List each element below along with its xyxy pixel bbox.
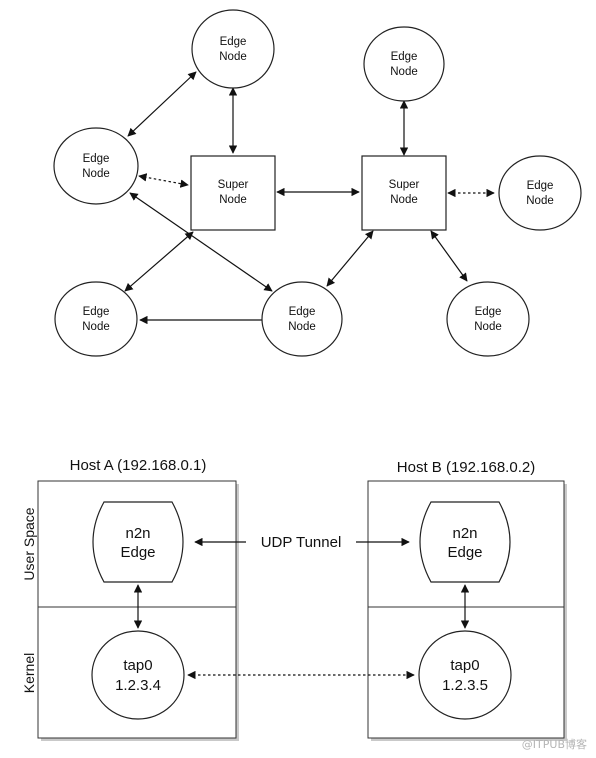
edge-node: Edge Node: [54, 281, 138, 357]
edge-node: Edge Node: [446, 281, 530, 357]
edge-node-label: Edge: [83, 306, 110, 318]
user-space-label: User Space: [21, 507, 37, 580]
edge-node-label: Edge: [475, 306, 502, 318]
connector-arrow: [124, 231, 194, 292]
connector-arrow: [326, 230, 374, 287]
n2n-edge-label: Edge: [447, 544, 482, 561]
edge-node-label: Edge: [527, 180, 554, 192]
host-a-title: Host A (192.168.0.1): [70, 457, 207, 474]
super-node: Super Node: [190, 155, 276, 231]
watermark-text: @ITPUB博客: [522, 737, 587, 751]
edge-node-label: Edge: [220, 36, 247, 48]
udp-tunnel-label: UDP Tunnel: [261, 534, 342, 551]
n2n-edge-label: n2n: [125, 525, 150, 542]
edge-node-label: Edge: [289, 306, 316, 318]
connector-arrow: [127, 71, 197, 137]
edge-node-label: Node: [288, 321, 316, 333]
kernel-label: Kernel: [21, 653, 37, 693]
edge-node: Edge Node: [191, 9, 275, 89]
super-node-label: Super: [218, 179, 249, 191]
edge-node-label: Node: [390, 66, 418, 78]
edge-node: Edge Node: [363, 26, 445, 102]
edge-node-label: Node: [219, 51, 247, 63]
edge-node-label: Node: [526, 195, 554, 207]
edge-node: Edge Node: [53, 127, 139, 205]
edge-node: Edge Node: [498, 155, 582, 231]
super-node: Super Node: [361, 155, 447, 231]
tap0-node-a: tap0 1.2.3.4: [91, 630, 185, 720]
edge-node-label: Node: [82, 168, 110, 180]
edge-node-label: Edge: [391, 51, 418, 63]
super-node-label: Node: [390, 194, 418, 206]
edge-node: Edge Node: [261, 281, 343, 357]
tap-label: tap0: [450, 657, 479, 674]
super-node-label: Node: [219, 194, 247, 206]
tunnel-diagram: Host A (192.168.0.1) Host B (192.168.0.2…: [21, 457, 567, 741]
n2n-edge-label: Edge: [120, 544, 155, 561]
n2n-edge-label: n2n: [452, 525, 477, 542]
edge-node-label: Edge: [83, 153, 110, 165]
host-b-title: Host B (192.168.0.2): [397, 459, 535, 476]
tap-label: tap0: [123, 657, 152, 674]
topology-diagram: Edge Node Edge Node Edge Node Edge Node …: [53, 9, 582, 357]
super-node-label: Super: [389, 179, 420, 191]
edge-node-label: Node: [82, 321, 110, 333]
dotted-connector-arrow: [138, 173, 189, 188]
edge-node-label: Node: [474, 321, 502, 333]
tap0-node-b: tap0 1.2.3.5: [418, 630, 512, 720]
n2n-edge-node-a: n2n Edge: [92, 501, 184, 583]
tap-ip-label: 1.2.3.4: [115, 677, 161, 694]
connector-arrow: [430, 230, 468, 282]
n2n-edge-node-b: n2n Edge: [419, 501, 511, 583]
tap-ip-label: 1.2.3.5: [442, 677, 488, 694]
connector-arrow: [129, 192, 273, 292]
